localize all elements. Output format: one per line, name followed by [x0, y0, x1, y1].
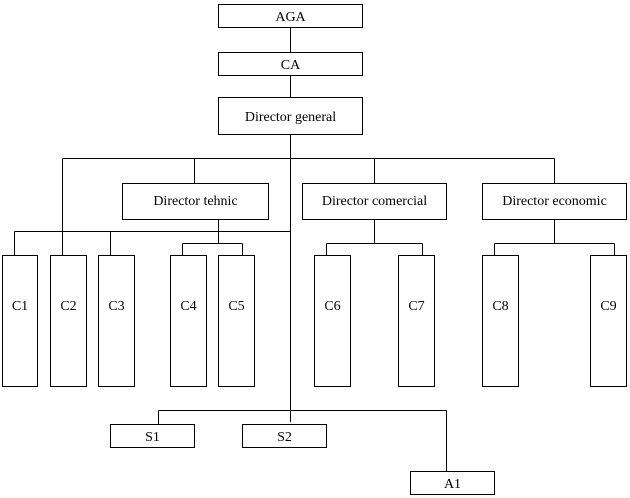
box-c6-label: C6: [324, 299, 340, 314]
box-c4: C4: [170, 255, 207, 387]
box-c8-label: C8: [492, 299, 508, 314]
box-c1: C1: [2, 255, 38, 387]
box-s1: S1: [110, 424, 195, 448]
connector-lines: [14, 27, 615, 471]
box-director-comercial: Director comercial: [302, 183, 447, 220]
box-director-general: Director general: [218, 97, 363, 135]
box-c3-label: C3: [108, 299, 124, 314]
box-director-comercial-label: Director comercial: [322, 194, 427, 209]
box-s1-label: S1: [145, 430, 160, 445]
box-c6: C6: [314, 255, 351, 387]
box-c7-label: C7: [408, 299, 424, 314]
box-c3: C3: [98, 255, 135, 387]
box-c2-label: C2: [60, 299, 76, 314]
box-director-economic: Director economic: [482, 183, 627, 220]
box-s2: S2: [242, 424, 327, 448]
box-ca-label: CA: [281, 58, 301, 73]
box-a1-label: A1: [444, 477, 461, 492]
box-c5: C5: [218, 255, 255, 387]
box-director-general-label: Director general: [245, 110, 336, 125]
box-s2-label: S2: [277, 430, 292, 445]
box-director-tehnic: Director tehnic: [122, 183, 269, 220]
box-c7: C7: [398, 255, 435, 387]
box-a1: A1: [410, 471, 495, 495]
box-c4-label: C4: [180, 299, 196, 314]
box-director-economic-label: Director economic: [502, 194, 607, 209]
box-c5-label: C5: [228, 299, 244, 314]
box-c9-label: C9: [600, 299, 616, 314]
box-ca: CA: [218, 52, 363, 76]
box-aga-label: AGA: [275, 10, 306, 25]
box-c2: C2: [50, 255, 87, 387]
box-c1-label: C1: [12, 299, 28, 314]
box-aga: AGA: [218, 4, 363, 28]
box-c8: C8: [482, 255, 519, 387]
box-director-tehnic-label: Director tehnic: [153, 194, 237, 209]
box-c9: C9: [590, 255, 627, 387]
